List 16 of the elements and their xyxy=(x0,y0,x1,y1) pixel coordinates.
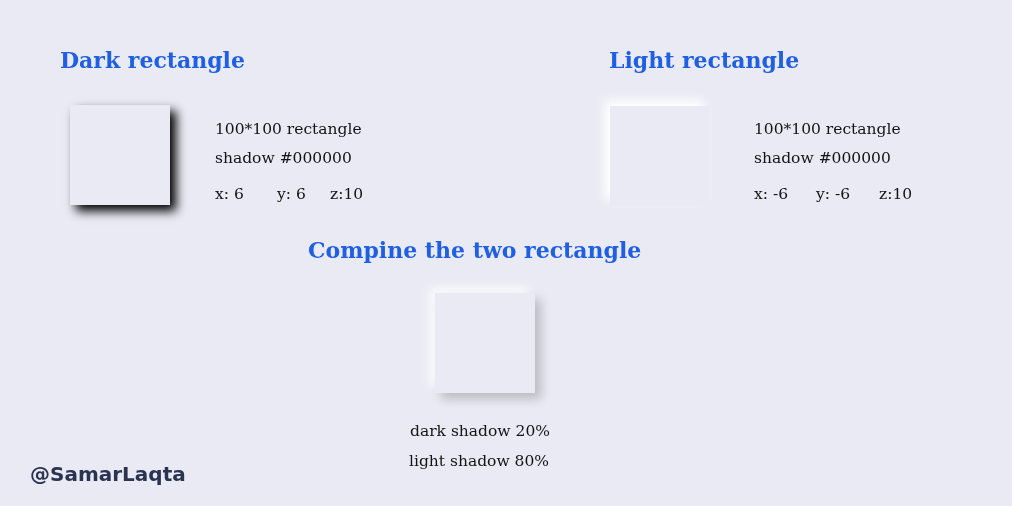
offset-value: y: 6 xyxy=(277,185,306,205)
author-handle: @SamarLaqta xyxy=(30,462,186,487)
section-heading: Light rectangle xyxy=(609,47,800,75)
offset-value: z:10 xyxy=(879,185,913,205)
offset-value: x: -6 xyxy=(754,185,788,205)
spec-text: shadow #000000 xyxy=(215,149,352,169)
section-heading: Compine the two rectangle xyxy=(308,237,642,265)
spec-text: 100*100 rectangle xyxy=(215,120,362,140)
shadow-note: dark shadow 20% xyxy=(410,422,550,442)
offset-value: y: -6 xyxy=(816,185,850,205)
spec-text: shadow #000000 xyxy=(754,149,891,169)
offset-value: z:10 xyxy=(330,185,364,205)
section-heading: Dark rectangle xyxy=(60,47,245,75)
offset-value: x: 6 xyxy=(215,185,244,205)
shadow-note: light shadow 80% xyxy=(409,452,550,472)
spec-text: 100*100 rectangle xyxy=(754,120,901,140)
